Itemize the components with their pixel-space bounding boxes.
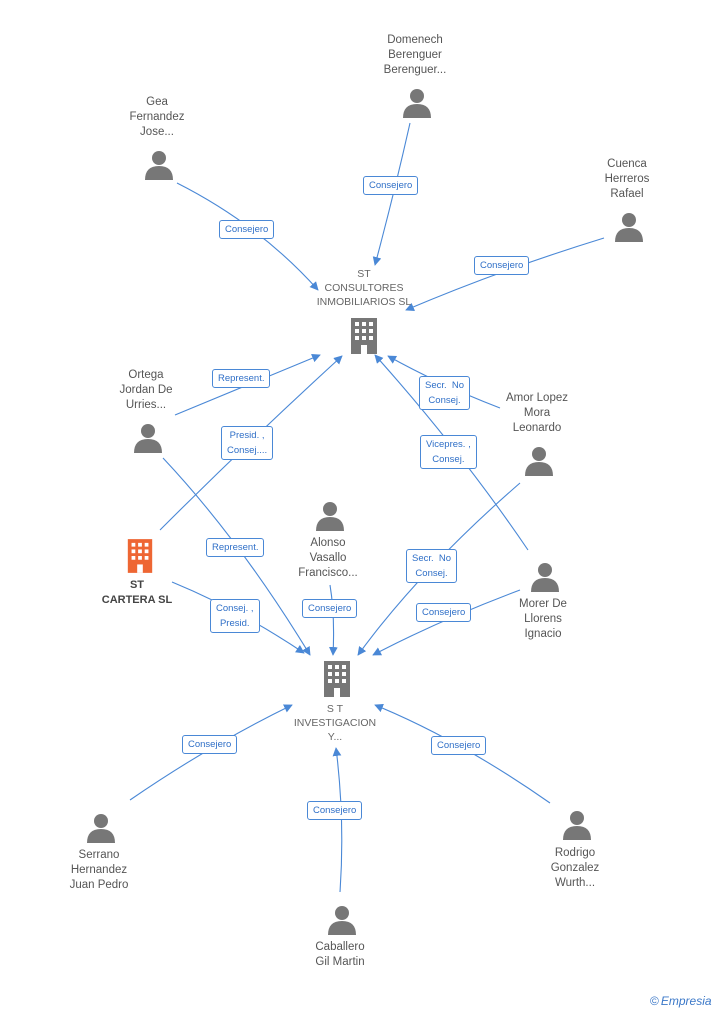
person-label-domenech[interactable]: Domenech Berenguer Berenguer... [383,34,447,76]
person-label-gea[interactable]: Gea Fernandez Jose... [129,96,185,138]
company-label-st-cartera[interactable]: ST CARTERA SL [101,579,173,606]
edge-label-morer-investigacion[interactable]: Consejero [416,603,472,622]
edge-label-ortega-consultores[interactable]: Represent. [212,369,271,388]
company-label-st-consultores[interactable]: ST CONSULTORES INMOBILIARIOS SL [316,268,412,308]
edge-label-morer-consultores[interactable]: Vicepres. , Consej. [420,435,477,469]
building-icon[interactable] [348,318,380,354]
person-icon[interactable] [615,212,643,242]
person-icon[interactable] [328,905,356,935]
person-icon[interactable] [403,88,431,118]
edge-label-domenech-consultores[interactable]: Consejero [363,176,419,195]
person-label-morer[interactable]: Morer De Llorens Ignacio [519,598,567,640]
company-label-st-investigacion[interactable]: S T INVESTIGACION Y... [293,703,377,743]
person-icon[interactable] [563,810,591,840]
person-icon[interactable] [87,813,115,843]
brand-name: Empresia [660,994,712,1008]
person-label-alonso[interactable]: Alonso Vasallo Francisco... [298,537,358,579]
edge-label-alonso-investigacion[interactable]: Consejero [302,599,358,618]
person-label-cuenca[interactable]: Cuenca Herreros Rafael [604,158,650,200]
edge-caballero-investigacion [332,747,343,893]
edge-label-cartera-investigacion[interactable]: Consej. , Presid. [210,599,260,633]
edge-label-cartera-consultores[interactable]: Presid. , Consej.... [221,426,274,460]
person-icon[interactable] [134,423,162,453]
edge-label-rodrigo-investigacion[interactable]: Consejero [431,736,487,755]
person-icon[interactable] [525,446,553,476]
person-icon[interactable] [316,501,344,531]
building-icon[interactable] [321,661,353,697]
edge-label-amor-consultores[interactable]: Secr. No Consej. [419,376,471,410]
person-icon[interactable] [531,562,559,592]
edge-label-ortega-investigacion[interactable]: Represent. [206,538,265,557]
person-icon[interactable] [145,150,173,180]
building-icon[interactable] [125,539,155,573]
edge-label-gea-consultores[interactable]: Consejero [219,220,275,239]
person-label-rodrigo[interactable]: Rodrigo Gonzalez Wurth... [550,847,600,889]
edge-alonso-investigacion [329,584,338,656]
person-label-ortega[interactable]: Ortega Jordan De Urries... [119,369,173,411]
edge-label-cuenca-consultores[interactable]: Consejero [474,256,530,275]
person-label-amor[interactable]: Amor Lopez Mora Leonardo [505,392,568,434]
brand-watermark: ©Empresia [650,994,712,1008]
person-label-serrano[interactable]: Serrano Hernandez Juan Pedro [69,849,129,891]
edge-label-caballero-investigacion[interactable]: Consejero [307,801,363,820]
person-label-caballero[interactable]: Caballero Gil Martin [315,941,365,968]
edge-label-serrano-investigacion[interactable]: Consejero [182,735,238,754]
edge-label-amor-investigacion[interactable]: Secr. No Consej. [406,549,458,583]
copyright-icon: © [650,994,659,1008]
